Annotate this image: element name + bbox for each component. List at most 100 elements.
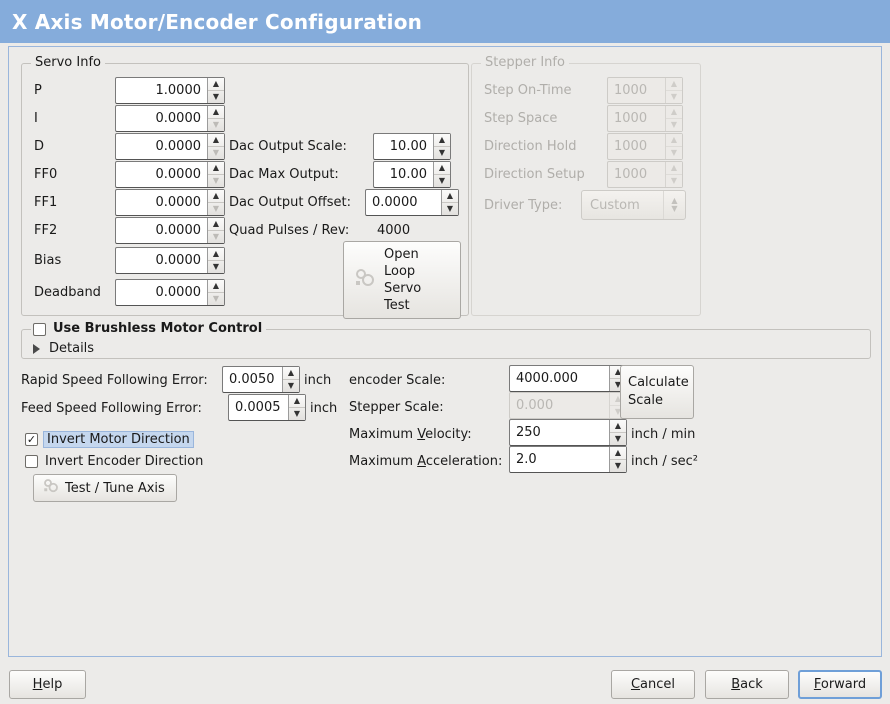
spin-down-icon[interactable]: ▼ (212, 261, 220, 271)
dac-output-scale-spinner[interactable]: ▲ ▼ (433, 134, 450, 159)
back-button[interactable]: Back (705, 670, 789, 699)
checkbox-box[interactable]: ✓ (25, 433, 38, 446)
checkbox-box[interactable] (25, 455, 38, 468)
servo-input-ff0-value: 0.0000 (155, 167, 202, 182)
invert-encoder-direction-checkbox[interactable]: Invert Encoder Direction (25, 454, 203, 469)
direction-hold-input: 1000 ▲ ▼ (607, 133, 683, 160)
dac-max-output-input[interactable]: 10.00 ▲ ▼ (373, 161, 451, 188)
dac-output-offset-input[interactable]: 0.0000 ▲ ▼ (365, 189, 459, 216)
spin-down-icon[interactable]: ▼ (212, 119, 220, 129)
spin-down-icon[interactable]: ▼ (614, 379, 622, 389)
servo-label-deadband: Deadband (34, 285, 101, 300)
step-space-input: 1000 ▲ ▼ (607, 105, 683, 132)
encoder-scale-label: encoder Scale: (349, 373, 446, 388)
chevron-right-icon[interactable] (33, 343, 40, 354)
spin-up-icon[interactable]: ▲ (442, 190, 458, 203)
servo-input-bias-spinner[interactable]: ▲ ▼ (207, 248, 224, 273)
driver-type-select: Custom ▲▼ (581, 190, 686, 220)
servo-input-ff1[interactable]: 0.0000 ▲ ▼ (115, 189, 225, 216)
max-acceleration-spinner[interactable]: ▲ ▼ (609, 447, 626, 472)
spin-up-icon[interactable]: ▲ (208, 162, 224, 175)
spin-up-icon[interactable]: ▲ (208, 280, 224, 293)
spin-up-icon[interactable]: ▲ (208, 218, 224, 231)
servo-input-bias[interactable]: 0.0000 ▲ ▼ (115, 247, 225, 274)
spin-down-icon[interactable]: ▼ (212, 293, 220, 303)
spin-down-icon[interactable]: ▼ (438, 147, 446, 157)
gears-icon (41, 477, 61, 499)
servo-input-ff1-value: 0.0000 (155, 195, 202, 210)
max-acceleration-input[interactable]: 2.0 ▲ ▼ (509, 446, 627, 473)
spin-down-icon[interactable]: ▼ (212, 91, 220, 101)
spin-up-icon[interactable]: ▲ (208, 78, 224, 91)
dac-output-scale-input[interactable]: 10.00 ▲ ▼ (373, 133, 451, 160)
rapid-following-error-spinner[interactable]: ▲ ▼ (282, 367, 299, 392)
spin-up-icon[interactable]: ▲ (289, 395, 305, 408)
servo-input-d-value: 0.0000 (155, 139, 202, 154)
spin-up-icon[interactable]: ▲ (208, 134, 224, 147)
max-velocity-input[interactable]: 250 ▲ ▼ (509, 419, 627, 446)
servo-input-deadband-spinner[interactable]: ▲ ▼ (207, 280, 224, 305)
spin-down-icon[interactable]: ▼ (212, 147, 220, 157)
spin-up-icon[interactable]: ▲ (610, 420, 626, 433)
spin-up-icon[interactable]: ▲ (208, 248, 224, 261)
direction-setup-input: 1000 ▲ ▼ (607, 161, 683, 188)
driver-type-label: Driver Type: (484, 198, 563, 213)
spin-down-icon[interactable]: ▼ (293, 408, 301, 418)
spin-up-icon[interactable]: ▲ (610, 447, 626, 460)
spin-down-icon[interactable]: ▼ (212, 231, 220, 241)
spin-up-icon[interactable]: ▲ (434, 134, 450, 147)
details-expander[interactable]: Details (33, 341, 94, 356)
spin-up-icon[interactable]: ▲ (610, 366, 626, 379)
dac-max-output-spinner[interactable]: ▲ ▼ (433, 162, 450, 187)
servo-input-ff1-spinner[interactable]: ▲ ▼ (207, 190, 224, 215)
servo-input-ff2-spinner[interactable]: ▲ ▼ (207, 218, 224, 243)
max-acceleration-unit: inch / sec² (631, 454, 699, 469)
stepper-scale-label: Stepper Scale: (349, 400, 444, 415)
direction-setup-value: 1000 (614, 167, 648, 182)
servo-input-p-spinner[interactable]: ▲ ▼ (207, 78, 224, 103)
servo-input-i[interactable]: 0.0000 ▲ ▼ (115, 105, 225, 132)
spin-down-icon[interactable]: ▼ (438, 175, 446, 185)
use-brushless-checkbox[interactable]: Use Brushless Motor Control (33, 321, 262, 337)
spin-down-icon[interactable]: ▼ (614, 433, 622, 443)
calculate-scale-button[interactable]: Calculate Scale (620, 365, 694, 419)
servo-input-deadband[interactable]: 0.0000 ▲ ▼ (115, 279, 225, 306)
cancel-button[interactable]: Cancel (611, 670, 695, 699)
dac-output-offset-spinner[interactable]: ▲ ▼ (441, 190, 458, 215)
spin-up-icon[interactable]: ▲ (434, 162, 450, 175)
open-loop-servo-test-button[interactable]: Open Loop Servo Test (343, 241, 461, 319)
step-space-label: Step Space (484, 111, 558, 126)
step-space-spinner: ▲ ▼ (665, 106, 682, 131)
servo-input-ff2[interactable]: 0.0000 ▲ ▼ (115, 217, 225, 244)
max-velocity-spinner[interactable]: ▲ ▼ (609, 420, 626, 445)
servo-input-d-spinner[interactable]: ▲ ▼ (207, 134, 224, 159)
help-button[interactable]: Help (9, 670, 86, 699)
spin-up-icon[interactable]: ▲ (283, 367, 299, 380)
back-button-label: Back (731, 677, 763, 692)
spin-up-icon[interactable]: ▲ (208, 106, 224, 119)
encoder-scale-input[interactable]: 4000.000 ▲ ▼ (509, 365, 627, 392)
spin-down-icon[interactable]: ▼ (614, 460, 622, 470)
spin-up-icon: ▲ (666, 134, 682, 147)
servo-input-d[interactable]: 0.0000 ▲ ▼ (115, 133, 225, 160)
brushless-title-area: Use Brushless Motor Control (31, 321, 267, 337)
servo-input-p[interactable]: 1.0000 ▲ ▼ (115, 77, 225, 104)
servo-label-d: D (34, 139, 45, 154)
spin-down-icon[interactable]: ▼ (212, 203, 220, 213)
servo-input-ff0[interactable]: 0.0000 ▲ ▼ (115, 161, 225, 188)
test-tune-axis-button[interactable]: Test / Tune Axis (33, 474, 177, 502)
forward-button[interactable]: Forward (798, 670, 882, 699)
max-acceleration-value: 2.0 (516, 452, 537, 467)
spin-down-icon[interactable]: ▼ (446, 203, 454, 213)
feed-following-error-input[interactable]: 0.0005 ▲ ▼ (228, 394, 306, 421)
step-space-value: 1000 (614, 111, 648, 126)
spin-up-icon[interactable]: ▲ (208, 190, 224, 203)
spin-down-icon[interactable]: ▼ (212, 175, 220, 185)
checkbox-box[interactable] (33, 322, 46, 336)
servo-input-i-spinner[interactable]: ▲ ▼ (207, 106, 224, 131)
feed-following-error-spinner[interactable]: ▲ ▼ (288, 395, 305, 420)
invert-motor-direction-checkbox[interactable]: ✓ Invert Motor Direction (25, 431, 194, 448)
servo-input-ff0-spinner[interactable]: ▲ ▼ (207, 162, 224, 187)
rapid-following-error-input[interactable]: 0.0050 ▲ ▼ (222, 366, 300, 393)
spin-down-icon[interactable]: ▼ (287, 380, 295, 390)
